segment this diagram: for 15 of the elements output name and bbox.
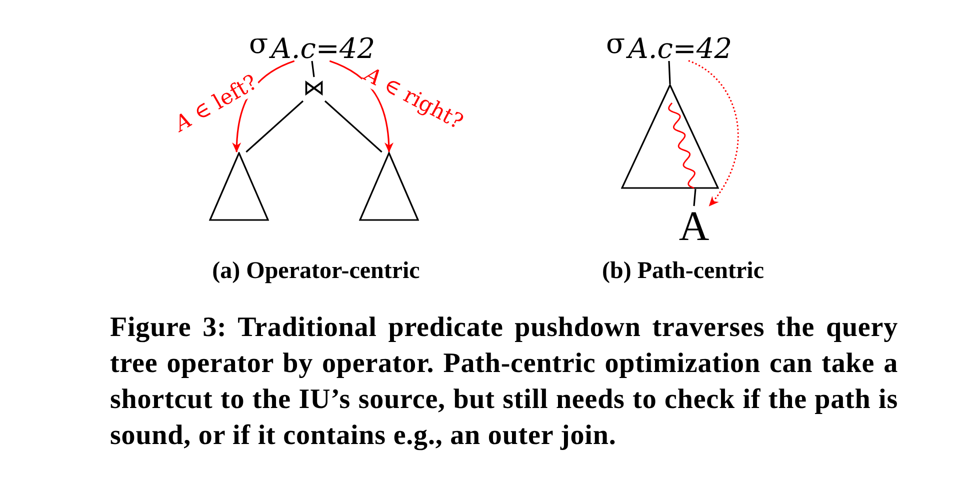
connector-line (693, 188, 696, 206)
attribute-label: A (678, 206, 710, 248)
figure-caption: Figure 3: Traditional predicate pushdown traverses the query tree operator by operator. Path-centric optimization can take a shortcut to the IU’s source, but still needs to check if the path is sound, or if it contains e.g., an outer join. (110, 311, 898, 453)
subtree-triangle (621, 84, 719, 189)
subfigure-caption: (a) Operator-centric (212, 257, 420, 286)
subtree-triangle (209, 152, 269, 221)
dotted-arrow (688, 60, 739, 207)
connector-line (311, 60, 315, 78)
connector-line (668, 60, 671, 84)
subtree-triangle (359, 152, 419, 221)
join-operator-label: ⋈ (303, 77, 325, 101)
curved-arrow (329, 60, 394, 152)
connector-line (246, 100, 304, 153)
subfigure-caption: (b) Path-centric (602, 257, 764, 286)
connector-line (324, 100, 382, 153)
